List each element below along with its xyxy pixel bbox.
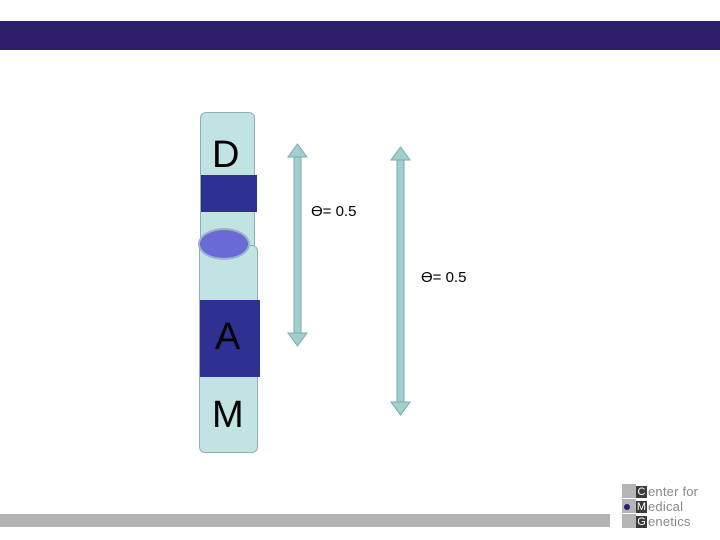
logo-dot-icon — [624, 504, 630, 510]
logo-line-2: M edical — [636, 499, 683, 514]
header-bar — [0, 21, 720, 50]
locus-label-d: D — [212, 134, 240, 176]
logo-initial-m: M — [636, 500, 647, 513]
centromere — [198, 228, 250, 260]
logo-text-line-2: edical — [648, 499, 684, 514]
logo-grey-block-bottom — [622, 514, 636, 528]
logo-initial-g: G — [636, 515, 647, 528]
footer-bar — [0, 514, 610, 527]
logo-line-1: C enter for — [636, 484, 698, 499]
band-a — [200, 300, 260, 377]
theta-label-2: ϴ= 0.5 — [421, 269, 467, 286]
locus-label-m: M — [212, 394, 244, 436]
double-arrow-d-to-a — [287, 143, 308, 347]
logo-grey-block-top — [622, 484, 636, 498]
logo-line-3: G enetics — [636, 514, 691, 529]
band-d — [201, 175, 257, 212]
logo-text-line-3: enetics — [648, 514, 691, 529]
locus-label-a: A — [215, 316, 241, 358]
center-for-medical-genetics-logo: C enter for M edical G enetics — [622, 483, 720, 529]
double-arrow-d-to-m — [390, 146, 411, 416]
logo-initial-c: C — [636, 485, 647, 498]
logo-text-line-1: enter for — [648, 484, 699, 499]
theta-label-1: ϴ= 0.5 — [311, 203, 357, 220]
